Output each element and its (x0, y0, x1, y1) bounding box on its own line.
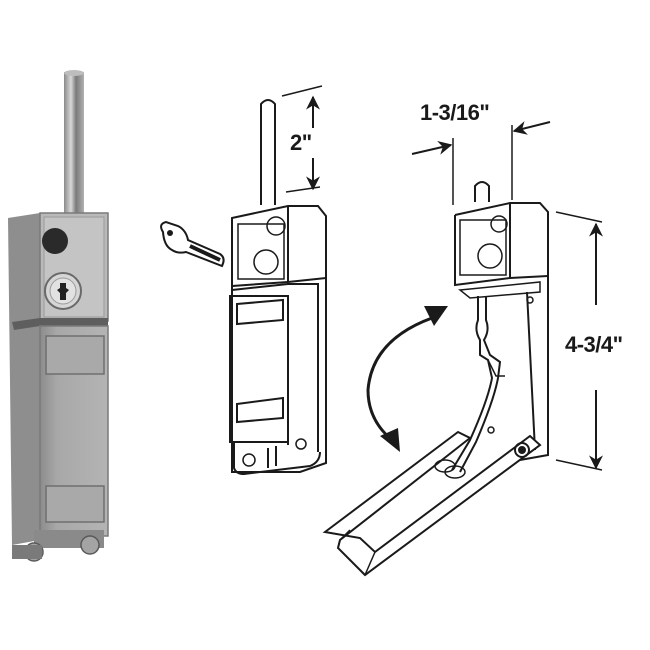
lock-pin (64, 72, 84, 217)
key-icon (160, 220, 225, 268)
lock-photo (8, 70, 109, 562)
dimension-pin-height (281, 85, 323, 193)
curved-double-arrow-icon (366, 306, 448, 452)
dimension-body-height (555, 211, 603, 471)
dimension-body-width (411, 121, 551, 205)
lock-front-drawing (229, 99, 327, 476)
dimension-label-body-height: 4-3/4" (565, 332, 623, 357)
pin-hole-icon (42, 228, 68, 254)
dimension-label-body-width: 1-3/16" (420, 100, 490, 125)
lock-open-drawing (322, 181, 549, 577)
dimension-label-pin-height: 2" (290, 130, 312, 155)
